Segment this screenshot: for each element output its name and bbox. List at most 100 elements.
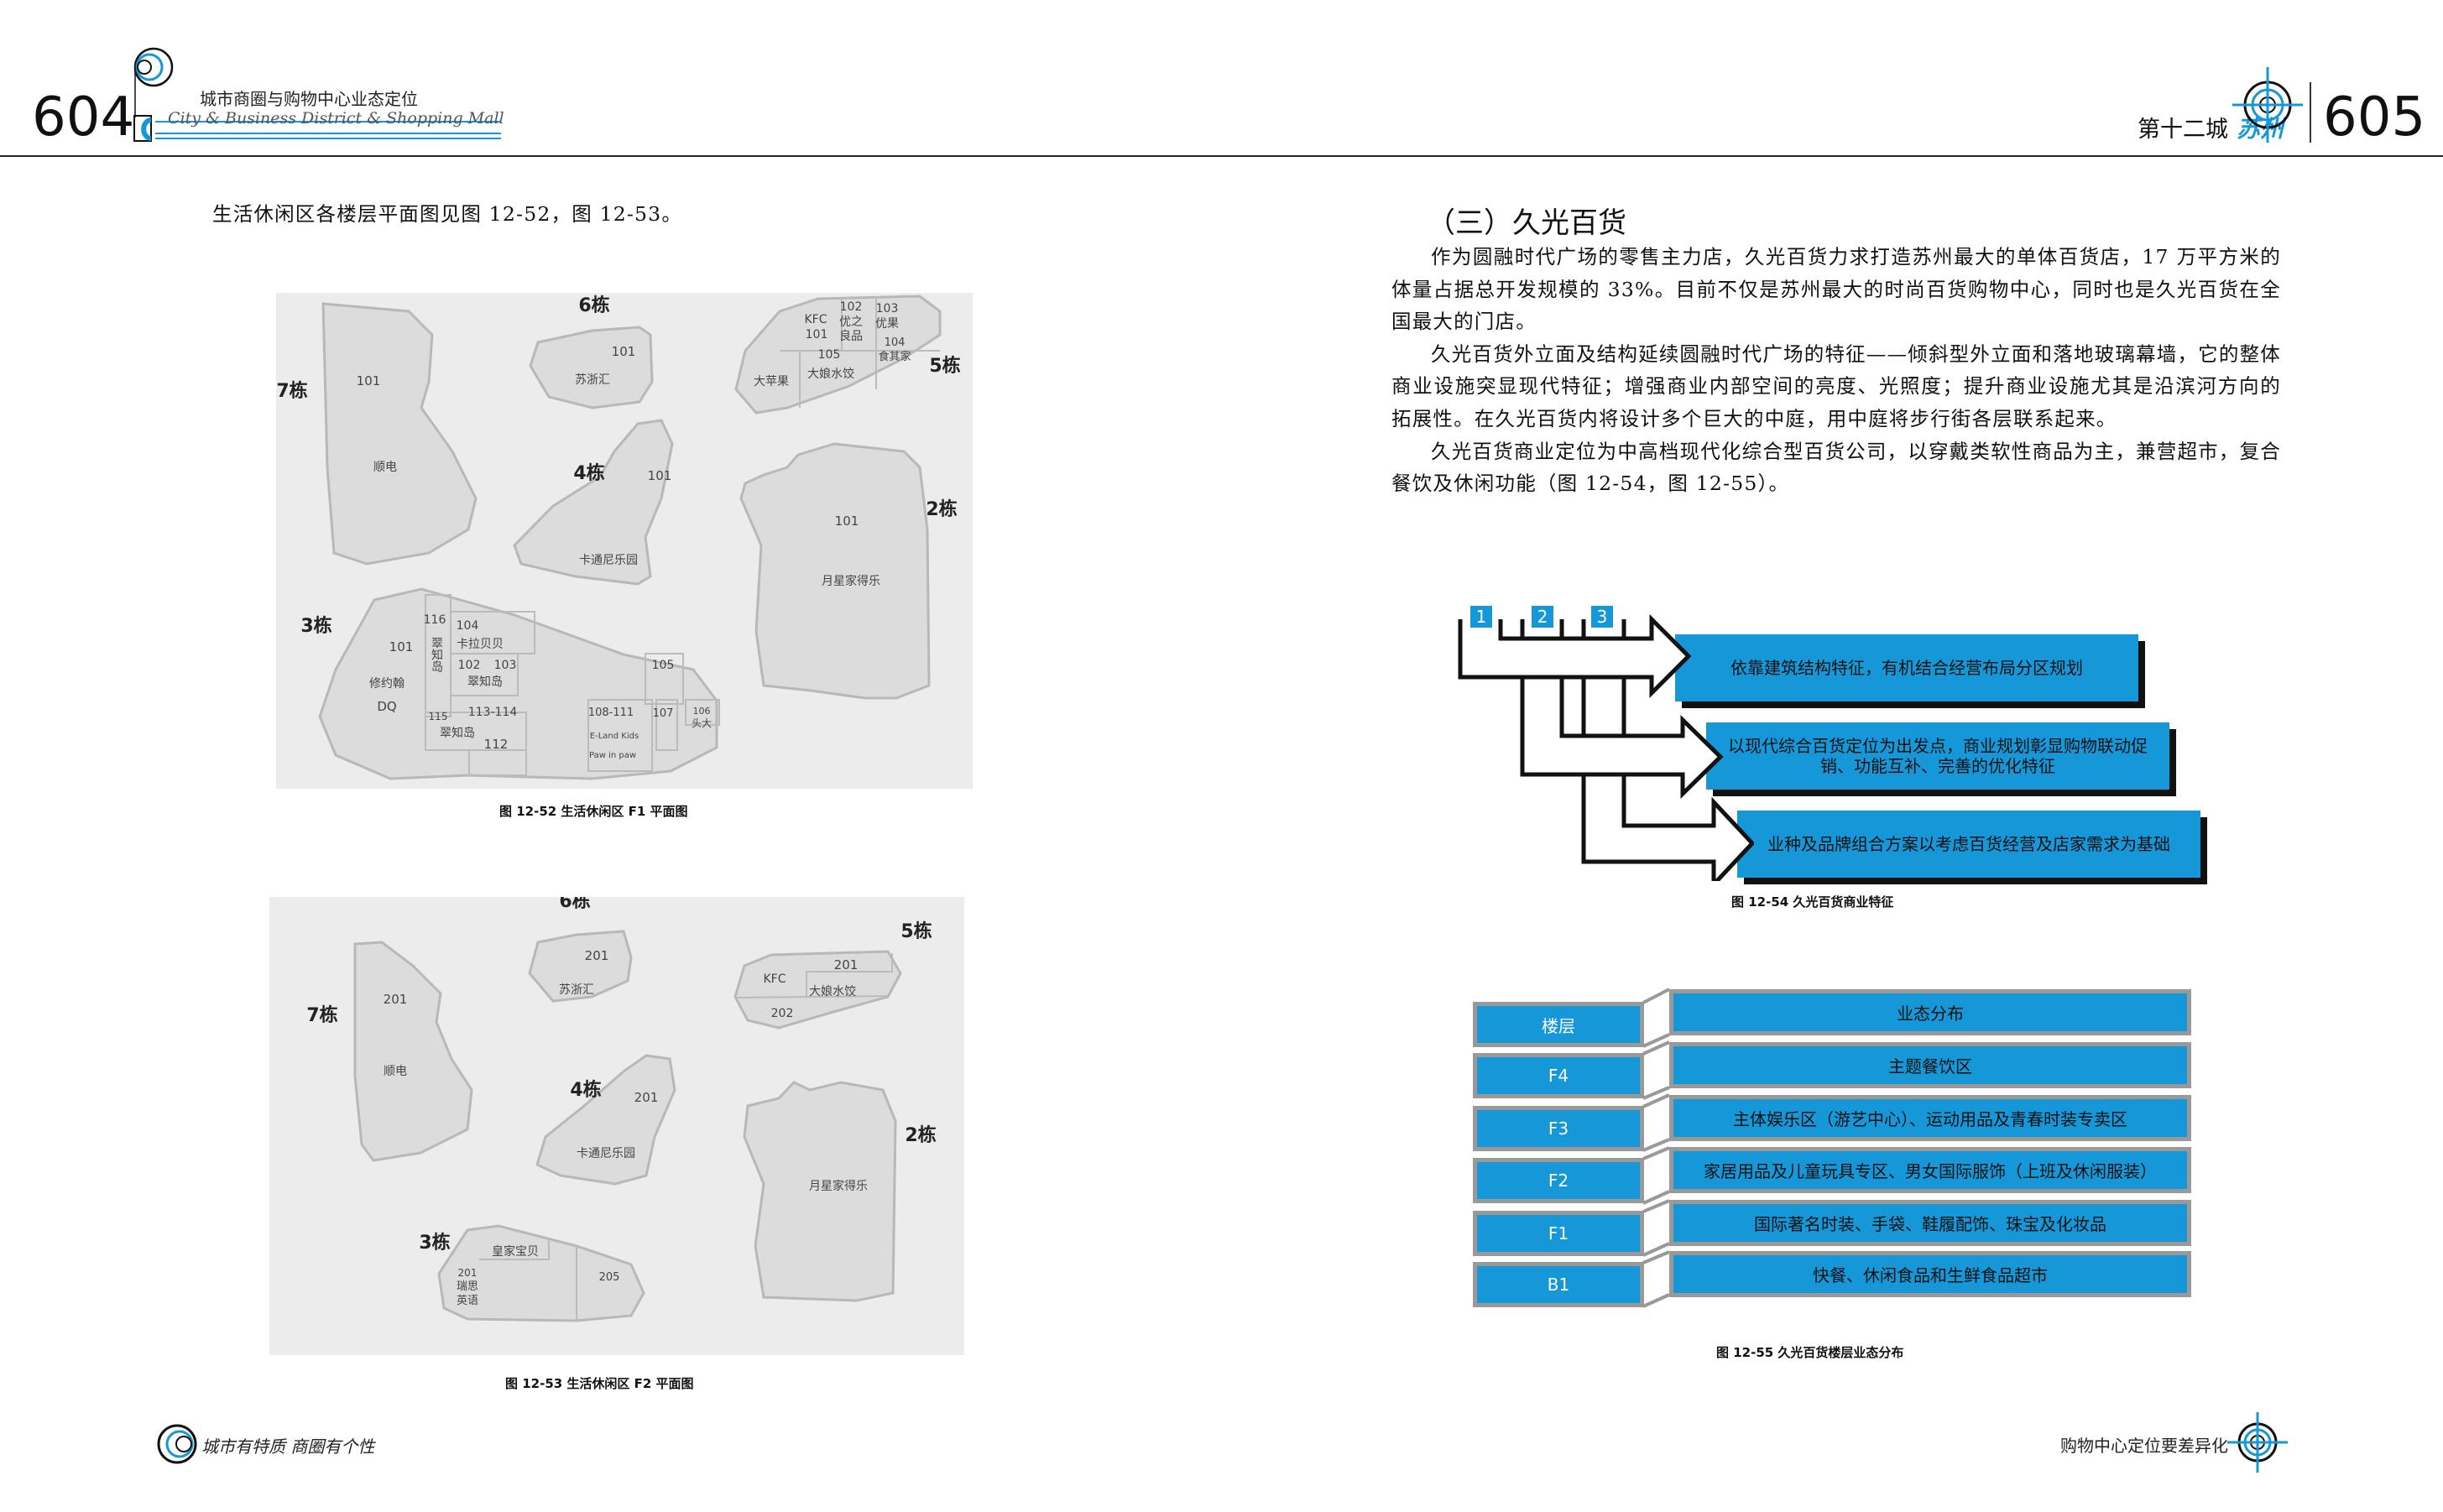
city-label: 苏州	[2237, 115, 2284, 143]
feature-box-2: 以现代综合百货定位为出发点，商业规划彰显购物联动促销、功能互补、完善的优化特征	[1706, 722, 2169, 790]
number-badge-3: 3	[1591, 606, 1613, 628]
feature-box-3: 业种及品牌组合方案以考虑百货经营及店家需求为基础	[1737, 811, 2200, 878]
floor-content: 主题餐饮区	[1669, 1042, 2191, 1088]
figure-12-55-caption: 图 12-55 久光百货楼层业态分布	[1716, 1345, 1904, 1360]
building-6	[529, 326, 654, 409]
building-4	[535, 1054, 676, 1186]
unit-label: 皇家宝贝	[492, 1244, 539, 1259]
number-badge-2: 2	[1532, 606, 1553, 628]
building-label: 4栋	[573, 462, 604, 484]
unit-label: 101	[806, 328, 828, 342]
figure-12-54-caption: 图 12-54 久光百货商业特征	[1731, 894, 1894, 910]
unit-label: Paw in paw	[589, 751, 636, 760]
unit-label: 英语	[457, 1295, 478, 1307]
building-label: 2栋	[926, 498, 957, 520]
unit-label: 113-114	[468, 706, 518, 719]
unit-label: 202	[771, 1007, 794, 1020]
unit-label: 201	[458, 1267, 478, 1279]
building-label: 7栋	[276, 380, 307, 402]
unit-label: 201	[634, 1090, 659, 1105]
unit-label: 卡拉贝贝	[457, 638, 504, 651]
unit-label: 月星家得乐	[809, 1179, 868, 1193]
unit-label: 月星家得乐	[822, 574, 880, 588]
unit-label: 顺电	[373, 461, 397, 474]
floor-label: B1	[1473, 1262, 1644, 1307]
unit-label: 良品	[839, 330, 863, 343]
unit-label: 103	[876, 302, 899, 315]
header-divider	[2310, 82, 2311, 143]
footer-target-icon	[2227, 1412, 2288, 1473]
floor-content: 快餐、休闲食品和生鲜食品超市	[1669, 1251, 2191, 1297]
header-stripes	[155, 121, 501, 134]
unit-label: 101	[648, 468, 672, 483]
building-3	[437, 1224, 645, 1322]
building-label: 7栋	[306, 1004, 337, 1026]
building-label: 3栋	[419, 1232, 450, 1254]
intro-text: 生活休闲区各楼层平面图见图 12-52，图 12-53。	[212, 202, 683, 226]
floor-connectors	[1642, 988, 1670, 1308]
unit-label: 201	[834, 957, 859, 972]
unit-label: E-Land Kids	[590, 732, 639, 741]
unit-label: 105	[652, 659, 675, 672]
building-7	[353, 941, 473, 1162]
paragraph: 久光百货商业定位为中高档现代化综合型百货公司，以穿戴类软性商品为主，兼营超市，复…	[1391, 439, 2281, 496]
header-rule-left	[0, 155, 1175, 157]
unit-label: 115	[429, 711, 448, 722]
floor-label: F2	[1473, 1158, 1644, 1203]
unit-label: 大苹果	[754, 375, 789, 388]
unit-label: 优之	[839, 315, 863, 329]
unit-label: KFC	[763, 972, 786, 986]
paragraph: 作为圆融时代广场的零售主力店，久光百货力求打造苏州最大的单体百货店，17 万平方…	[1391, 245, 2281, 334]
header-stripe	[155, 138, 501, 139]
unit-label: 优果	[875, 317, 899, 331]
arrow-2-shape	[1520, 619, 1724, 799]
feature-arrows	[1458, 613, 1754, 881]
figure-12-52-caption: 图 12-52 生活休闲区 F1 平面图	[499, 804, 688, 819]
floor-content: 业态分布	[1669, 989, 2191, 1035]
unit-label: 104	[885, 336, 906, 349]
building-label: 6栋	[559, 897, 590, 912]
unit-label: 101	[357, 373, 381, 388]
building-2	[739, 442, 931, 700]
unit-label: 食其家	[878, 350, 911, 363]
building-4	[513, 419, 674, 586]
unit-label: 107	[653, 707, 674, 720]
book-title-cn: 城市商圈与购物中心业态定位	[200, 89, 418, 109]
building-label: 2栋	[905, 1124, 936, 1146]
unit-label: 102	[458, 659, 481, 672]
building-6	[528, 930, 633, 1003]
unit-label: 101	[389, 639, 414, 654]
building-label: 5栋	[900, 920, 932, 942]
building-label: 6栋	[578, 295, 609, 316]
page-number-left: 604	[32, 86, 135, 149]
building-label: 5栋	[929, 355, 960, 377]
body-paragraphs: 作为圆融时代广场的零售主力店，久光百货力求打造苏州最大的单体百货店，17 万平方…	[1391, 241, 2281, 500]
unit-label: 修约翰	[369, 677, 405, 691]
building-2	[743, 1081, 897, 1302]
footer-slogan-right: 购物中心定位要差异化	[2060, 1436, 2228, 1456]
unit-label: 大娘水饺	[809, 985, 856, 998]
building-7	[321, 302, 478, 566]
book-title-en: City & Business District & Shopping Mall	[168, 109, 504, 128]
unit-label: 翠知岛	[430, 637, 443, 672]
unit-label: 翠知岛	[467, 675, 503, 689]
unit-label: 201	[585, 948, 609, 963]
floor-plan-f2: 6栋5栋7栋4栋2栋3栋201顺电201苏浙汇201KFC大娘水饺202201卡…	[269, 897, 964, 1355]
unit-label: 105	[818, 348, 841, 362]
arrow-1-shape	[1458, 613, 1692, 699]
building-label: 3栋	[300, 615, 331, 637]
floor-label: F3	[1473, 1106, 1644, 1151]
unit-label: 101	[835, 514, 859, 529]
building-label: 4栋	[570, 1079, 601, 1101]
unit-label: 103	[494, 659, 517, 672]
unit-label: 卡通尼乐园	[577, 1147, 635, 1160]
floor-label: 楼层	[1473, 1002, 1644, 1047]
unit-label: 106	[693, 706, 711, 717]
unit-label: KFC	[804, 313, 827, 326]
unit-label: 108-111	[588, 706, 634, 719]
unit-label: 116	[424, 613, 446, 627]
unit-label: 201	[384, 992, 408, 1007]
unit-label: 卡通尼乐园	[579, 554, 638, 567]
footer-slogan-left: 城市有特质 商圈有个性	[201, 1436, 375, 1457]
unit-label: 大娘水饺	[807, 368, 854, 381]
